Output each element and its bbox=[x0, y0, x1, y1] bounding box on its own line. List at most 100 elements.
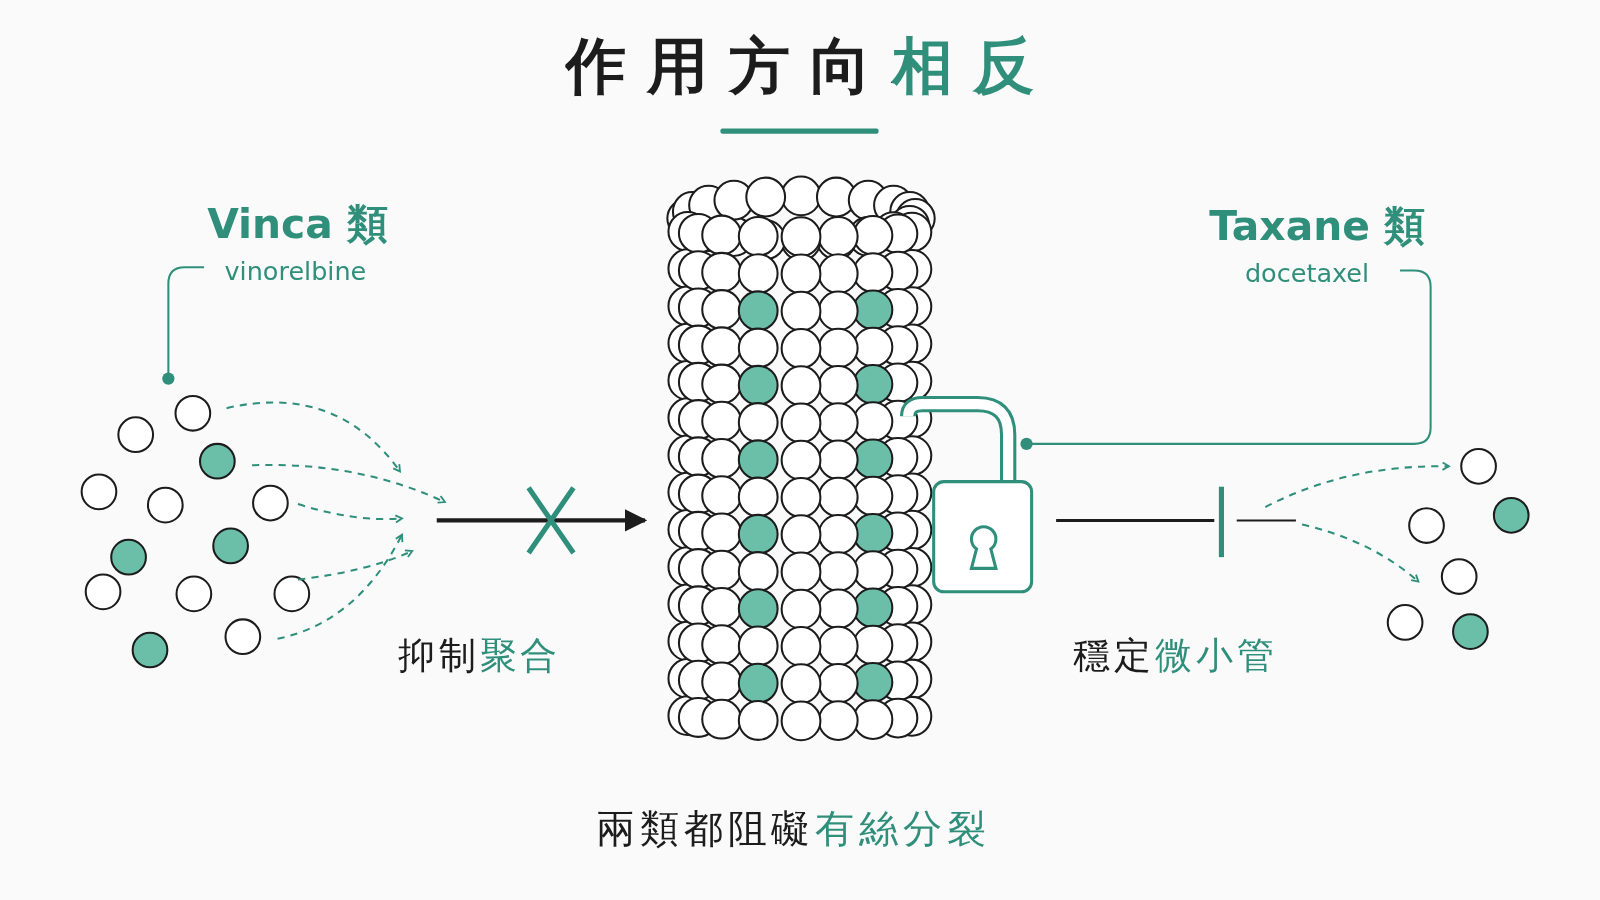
flow-arrow bbox=[278, 535, 402, 639]
tubulin-dimer bbox=[111, 540, 146, 575]
tubulin-subunit bbox=[782, 329, 821, 368]
tubulin-dimer bbox=[213, 529, 248, 564]
tubulin-subunit bbox=[702, 253, 741, 292]
tubulin-dimer bbox=[1494, 498, 1529, 533]
tubulin-subunit bbox=[782, 366, 821, 405]
leader-line bbox=[1027, 270, 1431, 443]
tubulin-subunit bbox=[819, 627, 858, 666]
tubulin-subunit bbox=[854, 290, 893, 329]
tubulin-subunit bbox=[702, 327, 741, 366]
mechanism-label: 抑制聚合 bbox=[398, 635, 561, 677]
flow-arrow bbox=[298, 551, 412, 580]
mechanism-label: 穩定微小管 bbox=[1073, 635, 1277, 677]
tubulin-dimer bbox=[200, 444, 235, 479]
tubulin-subunit bbox=[702, 588, 741, 627]
lock-keyhole bbox=[971, 527, 995, 569]
tubulin-subunit bbox=[782, 664, 821, 703]
tubulin-dimer bbox=[274, 577, 309, 612]
tubulin-dimer bbox=[253, 486, 288, 521]
tubulin-subunit bbox=[819, 478, 858, 517]
tubulin-subunit bbox=[782, 255, 821, 294]
tubulin-dimer bbox=[82, 474, 117, 509]
tubulin-subunit bbox=[739, 366, 778, 405]
tubulin-subunit bbox=[819, 552, 858, 591]
tubulin-dimer bbox=[118, 417, 153, 452]
tubulin-subunit bbox=[739, 254, 778, 293]
tubulin-dimer bbox=[176, 396, 211, 431]
tubulin-subunit bbox=[739, 403, 778, 442]
tubulin-subunit bbox=[746, 178, 785, 217]
tubulin-subunit bbox=[854, 477, 893, 516]
tubulin-subunit bbox=[782, 590, 821, 629]
tubulin-subunit bbox=[819, 217, 858, 256]
tubulin-subunit bbox=[782, 177, 821, 216]
tubulin-subunit bbox=[854, 626, 893, 665]
drug-name: vinorelbine bbox=[224, 257, 366, 286]
tubulin-subunit bbox=[702, 439, 741, 478]
lock-body bbox=[934, 482, 1032, 592]
class-label: Vinca 類 bbox=[207, 200, 388, 247]
flow-arrow bbox=[298, 504, 402, 519]
caption: 兩類都阻礙有絲分裂 bbox=[596, 807, 991, 852]
tubulin-subunit bbox=[739, 589, 778, 628]
tubulin-subunit bbox=[819, 403, 858, 442]
tubulin-subunit bbox=[854, 588, 893, 627]
tubulin-subunit bbox=[739, 291, 778, 330]
tubulin-subunit bbox=[782, 404, 821, 443]
tubulin-dimer bbox=[1442, 559, 1477, 594]
tubulin-subunit bbox=[819, 664, 858, 703]
flow-arrow bbox=[227, 402, 400, 471]
tubulin-subunit bbox=[739, 329, 778, 368]
lock-shackle bbox=[908, 404, 1008, 486]
tubulin-subunit bbox=[739, 627, 778, 666]
tubulin-subunit bbox=[739, 552, 778, 591]
lock-symbol bbox=[908, 404, 1031, 592]
tubulin-subunit bbox=[854, 253, 893, 292]
tubulin-subunit bbox=[819, 366, 858, 405]
tubulin-subunit bbox=[854, 663, 893, 702]
tubulin-subunit bbox=[819, 701, 858, 740]
inhibit-line bbox=[1056, 519, 1214, 522]
tubulin-subunit bbox=[854, 216, 893, 255]
title: 作用方向相反 bbox=[565, 31, 1055, 101]
block-cross bbox=[529, 488, 574, 553]
flow-arrow bbox=[252, 465, 445, 502]
flow-arrows bbox=[227, 402, 1449, 638]
tubulin-subunit bbox=[782, 292, 821, 331]
leader-dot bbox=[1020, 438, 1032, 450]
tubulin-subunit bbox=[854, 514, 893, 553]
tubulin-subunit bbox=[854, 551, 893, 590]
tubulin-subunit bbox=[702, 365, 741, 404]
tubulin-dimer bbox=[1409, 508, 1444, 543]
tubulin-subunit bbox=[702, 551, 741, 590]
tubulin-subunit bbox=[702, 625, 741, 664]
tubulin-dimer bbox=[86, 574, 121, 609]
blocked-arrow bbox=[437, 518, 645, 522]
tubulin-subunit bbox=[739, 478, 778, 517]
tubulin-subunit bbox=[782, 478, 821, 517]
tubulin-subunit bbox=[702, 663, 741, 702]
tubulin-subunit bbox=[782, 217, 821, 256]
tubulin-subunit bbox=[854, 365, 893, 404]
tubulin-subunit bbox=[819, 329, 858, 368]
tubulin-subunit bbox=[782, 515, 821, 554]
tubulin-subunit bbox=[782, 702, 821, 741]
class-label: Taxane 類 bbox=[1209, 202, 1425, 249]
flow-arrow bbox=[1265, 466, 1449, 507]
drug-name: docetaxel bbox=[1245, 259, 1369, 288]
tubulin-subunit bbox=[819, 292, 858, 331]
tubulin-subunit bbox=[819, 440, 858, 479]
inhibit-bar bbox=[1219, 487, 1224, 557]
tubulin-subunit bbox=[782, 553, 821, 592]
flow-arrow bbox=[1302, 524, 1418, 581]
tubulin-dimer bbox=[1388, 605, 1423, 640]
tubulin-subunit bbox=[702, 700, 741, 739]
tubulin-subunit bbox=[854, 439, 893, 478]
inhibit-line bbox=[1237, 519, 1296, 521]
tubulin-subunit bbox=[702, 290, 741, 329]
tubulin-subunit bbox=[739, 217, 778, 256]
tubulin-subunit bbox=[739, 515, 778, 554]
tubulin-subunit bbox=[782, 441, 821, 480]
